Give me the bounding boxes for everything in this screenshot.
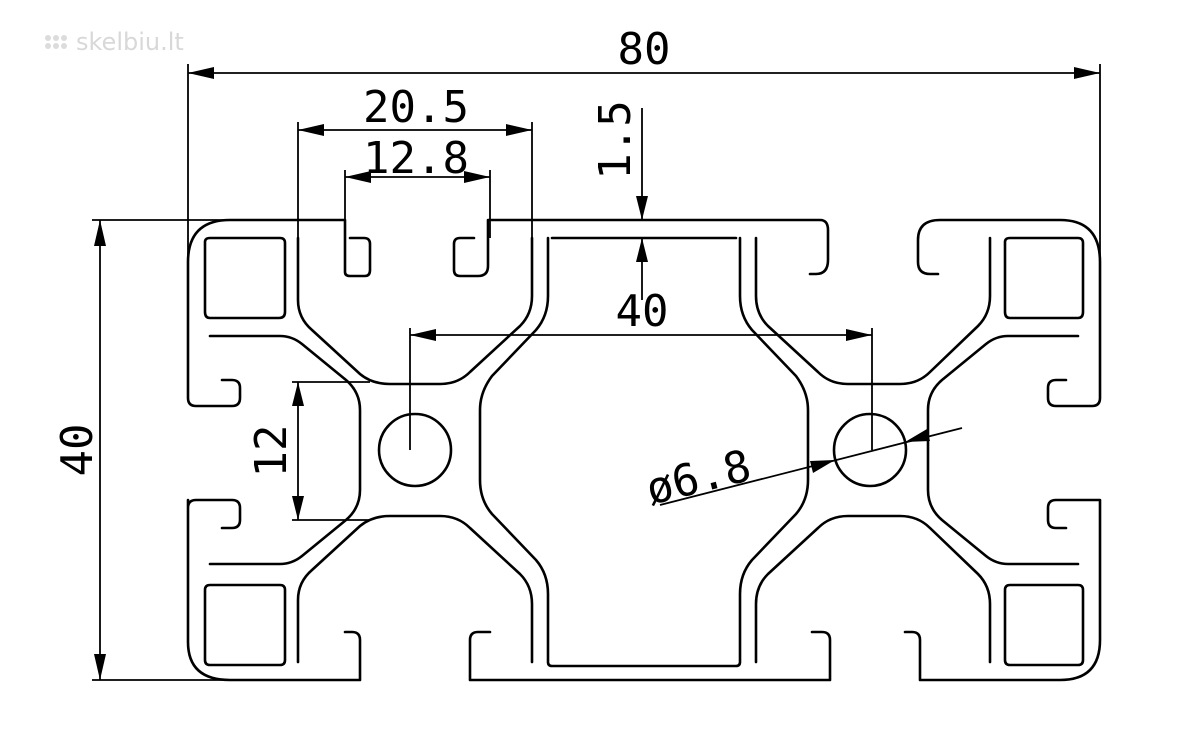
dimension-label-20-5: 20.5 [363, 82, 469, 133]
dimension-slot-outer-width: 20.5 [297, 82, 533, 238]
left-mounting-hole [377, 412, 453, 488]
dimension-center-height: 12 [246, 381, 370, 521]
dimension-label-12: 12 [246, 425, 297, 478]
dimension-label-1-5: 1.5 [590, 100, 641, 179]
dimension-hole-spacing: 40 [409, 286, 873, 450]
dimension-label-40-spacing: 40 [616, 286, 669, 337]
dimension-label-40-height: 40 [52, 424, 103, 477]
profile-inner-slots [203, 236, 1085, 668]
dimension-overall-height: 40 [52, 219, 232, 681]
watermark-text: skelbiu.lt [76, 28, 184, 56]
dimension-overall-width: 80 [187, 24, 1101, 395]
dimension-slot-inner-width: 12.8 [344, 133, 491, 238]
dimension-label-hole-diameter: ø6.8 [641, 440, 756, 515]
right-mounting-hole [832, 412, 908, 488]
profile-outer-contour [186, 218, 1102, 682]
profile-outline [186, 218, 1102, 682]
watermark: skelbiu.lt [45, 28, 184, 56]
dimension-wall-thickness: 1.5 [590, 100, 648, 300]
dimension-label-80: 80 [618, 24, 671, 75]
dimension-label-12-8: 12.8 [363, 133, 469, 184]
dimension-hole-diameter: ø6.8 [641, 427, 963, 515]
watermark-logo-icon [45, 35, 67, 49]
